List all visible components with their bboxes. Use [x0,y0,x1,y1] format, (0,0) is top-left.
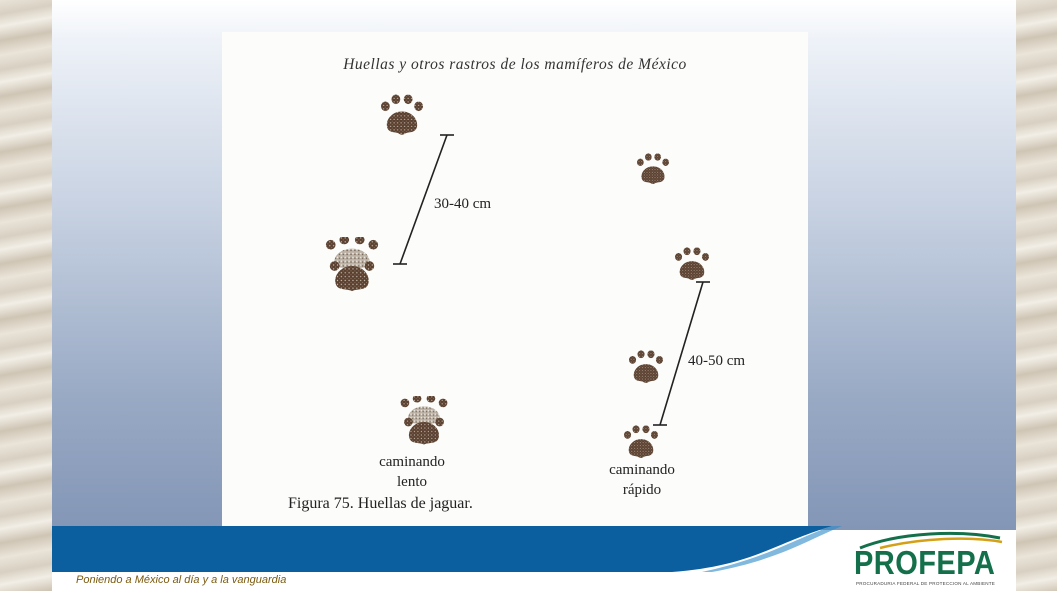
logo-subtitle: PROCURADURIA FEDERAL DE PROTECCION AL AM… [856,581,996,586]
footer-tagline: Poniendo a México al día y a la vanguard… [76,574,287,586]
distance-label-slow: 30-40 cm [434,196,492,212]
right-texture [1016,0,1057,591]
label-slow-line2: lento [397,474,427,490]
figure-caption: Figura 75. Huellas de jaguar. [288,495,473,512]
paw-print-icon [626,153,680,185]
paw-print-icon [610,425,672,459]
jaguar-track-figure: Huellas y otros rastros de los mamíferos… [222,32,808,530]
paw-print-icon [319,237,385,295]
label-slow-walk: caminando lento [362,452,462,492]
distance-label-fast: 40-50 cm [688,353,746,369]
label-slow-line1: caminando [379,454,445,470]
logo-text: PROFEPA [854,544,996,581]
footer-strip [52,572,1016,591]
left-texture [0,0,52,591]
label-fast-line1: caminando [609,462,675,478]
profepa-logo: PROFEPA PROCURADURIA FEDERAL DE PROTECCI… [850,530,1010,590]
footer-band [52,526,842,572]
paw-print-icon [658,247,726,281]
paw-print-icon [384,396,464,448]
label-fast-walk: caminando rápido [587,460,697,500]
figure-title: Huellas y otros rastros de los mamíferos… [343,56,687,73]
label-fast-line2: rápido [622,482,662,498]
measurement-lines [393,134,710,426]
paw-print-icon [619,350,673,384]
logo-swoosh [859,531,1003,550]
paw-print-icon [367,94,437,136]
